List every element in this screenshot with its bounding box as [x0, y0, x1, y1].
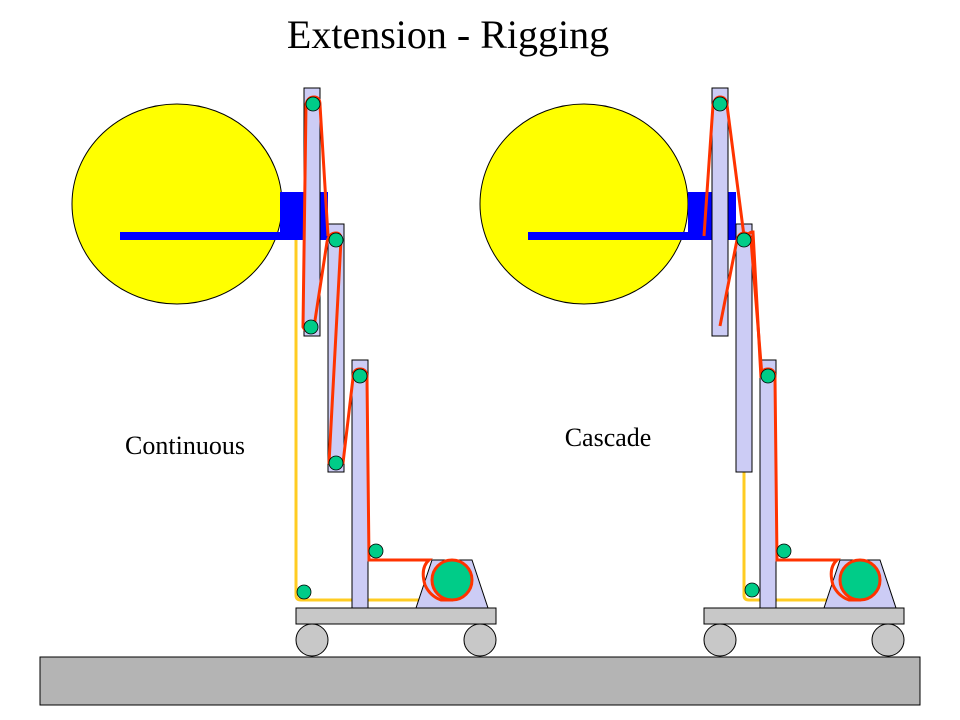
pulley: [368, 543, 384, 559]
floor: [39, 656, 921, 706]
pulley: [305, 96, 321, 112]
pulley: [328, 455, 344, 471]
mast-stage-1: [711, 87, 729, 337]
pulley: [736, 232, 752, 248]
wheel-left: [295, 623, 329, 657]
winch-drum: [430, 558, 474, 602]
pulley: [760, 368, 776, 384]
red-cable: [301, 95, 453, 602]
arm: [528, 232, 736, 240]
slide-title: Extension - Rigging: [287, 12, 609, 57]
arm: [120, 232, 328, 240]
mast-stage-2: [735, 223, 753, 473]
pulley: [776, 543, 792, 559]
ball: [479, 103, 689, 305]
pulley: [744, 582, 760, 598]
wheel-left: [703, 623, 737, 657]
pulley: [303, 319, 319, 335]
pulley: [352, 368, 368, 384]
continuous-diagram: Continuous: [71, 87, 497, 657]
wheel-right: [463, 623, 497, 657]
cart: [703, 607, 905, 625]
pulley: [328, 232, 344, 248]
winch-drum: [838, 558, 882, 602]
pulley: [712, 96, 728, 112]
pulley: [296, 584, 312, 600]
cascade-label: Cascade: [565, 423, 652, 452]
wheel-right: [871, 623, 905, 657]
mast-stage-3: [759, 359, 777, 609]
yellow-rope: [742, 470, 856, 602]
mast-stage-3: [351, 359, 369, 609]
ball: [71, 103, 283, 305]
continuous-label: Continuous: [125, 431, 245, 460]
cascade-diagram: Cascade: [479, 87, 905, 657]
cart: [295, 607, 497, 625]
yellow-rope: [294, 237, 448, 602]
